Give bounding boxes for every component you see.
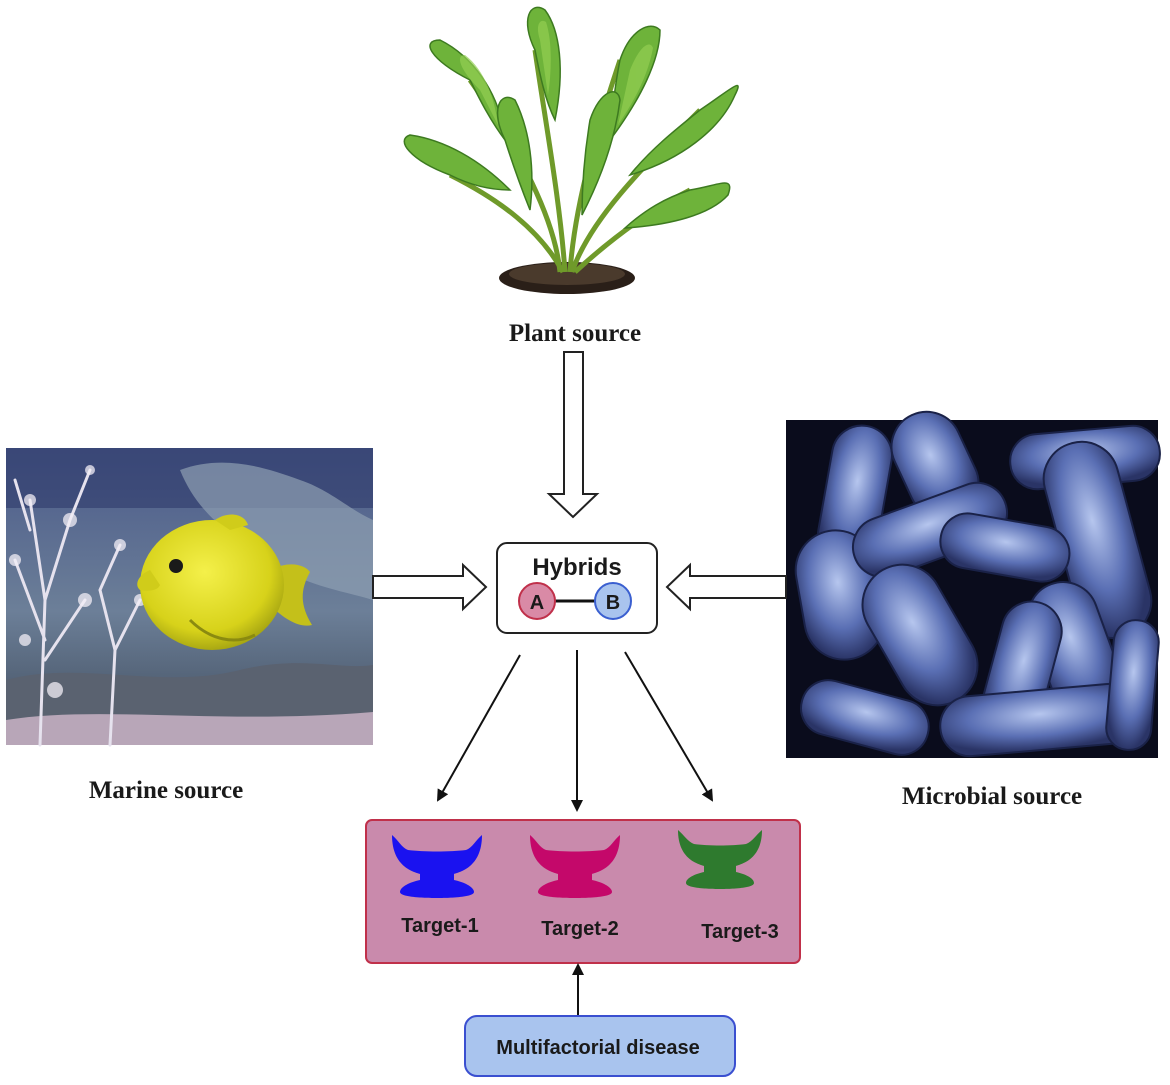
hybrid-to-target-3-arrow bbox=[624, 651, 714, 802]
disease-box: Multifactorial disease bbox=[464, 1015, 736, 1077]
hybrids-box: Hybrids A B bbox=[496, 542, 658, 634]
microbial-to-hybrid-arrow bbox=[665, 562, 787, 612]
bacteria-image bbox=[786, 410, 1161, 758]
target-3-label: Target-3 bbox=[701, 921, 778, 943]
target-1-receptor bbox=[392, 835, 482, 898]
plant-source-label: Plant source bbox=[509, 320, 641, 347]
target-3-receptor bbox=[678, 830, 762, 889]
node-a bbox=[518, 582, 556, 620]
node-a-label: A bbox=[530, 592, 544, 614]
target-2-receptor bbox=[530, 835, 620, 898]
marine-source-label: Marine source bbox=[89, 777, 243, 804]
target-1-label: Target-1 bbox=[401, 915, 478, 937]
targets-panel: Target-1 Target-2 Target-3 bbox=[365, 819, 801, 964]
fish-image bbox=[6, 448, 373, 747]
node-b-label: B bbox=[606, 592, 620, 614]
plant-to-hybrid-arrow bbox=[546, 351, 600, 519]
disease-label: Multifactorial disease bbox=[496, 1037, 699, 1059]
plant-image bbox=[403, 6, 739, 294]
marine-to-hybrid-arrow bbox=[372, 562, 488, 612]
node-b bbox=[594, 582, 632, 620]
hybrid-to-target-1-arrow bbox=[437, 654, 521, 802]
target-2-label: Target-2 bbox=[541, 918, 618, 940]
microbial-source-label: Microbial source bbox=[902, 783, 1082, 810]
hybrids-title: Hybrids bbox=[532, 554, 621, 581]
